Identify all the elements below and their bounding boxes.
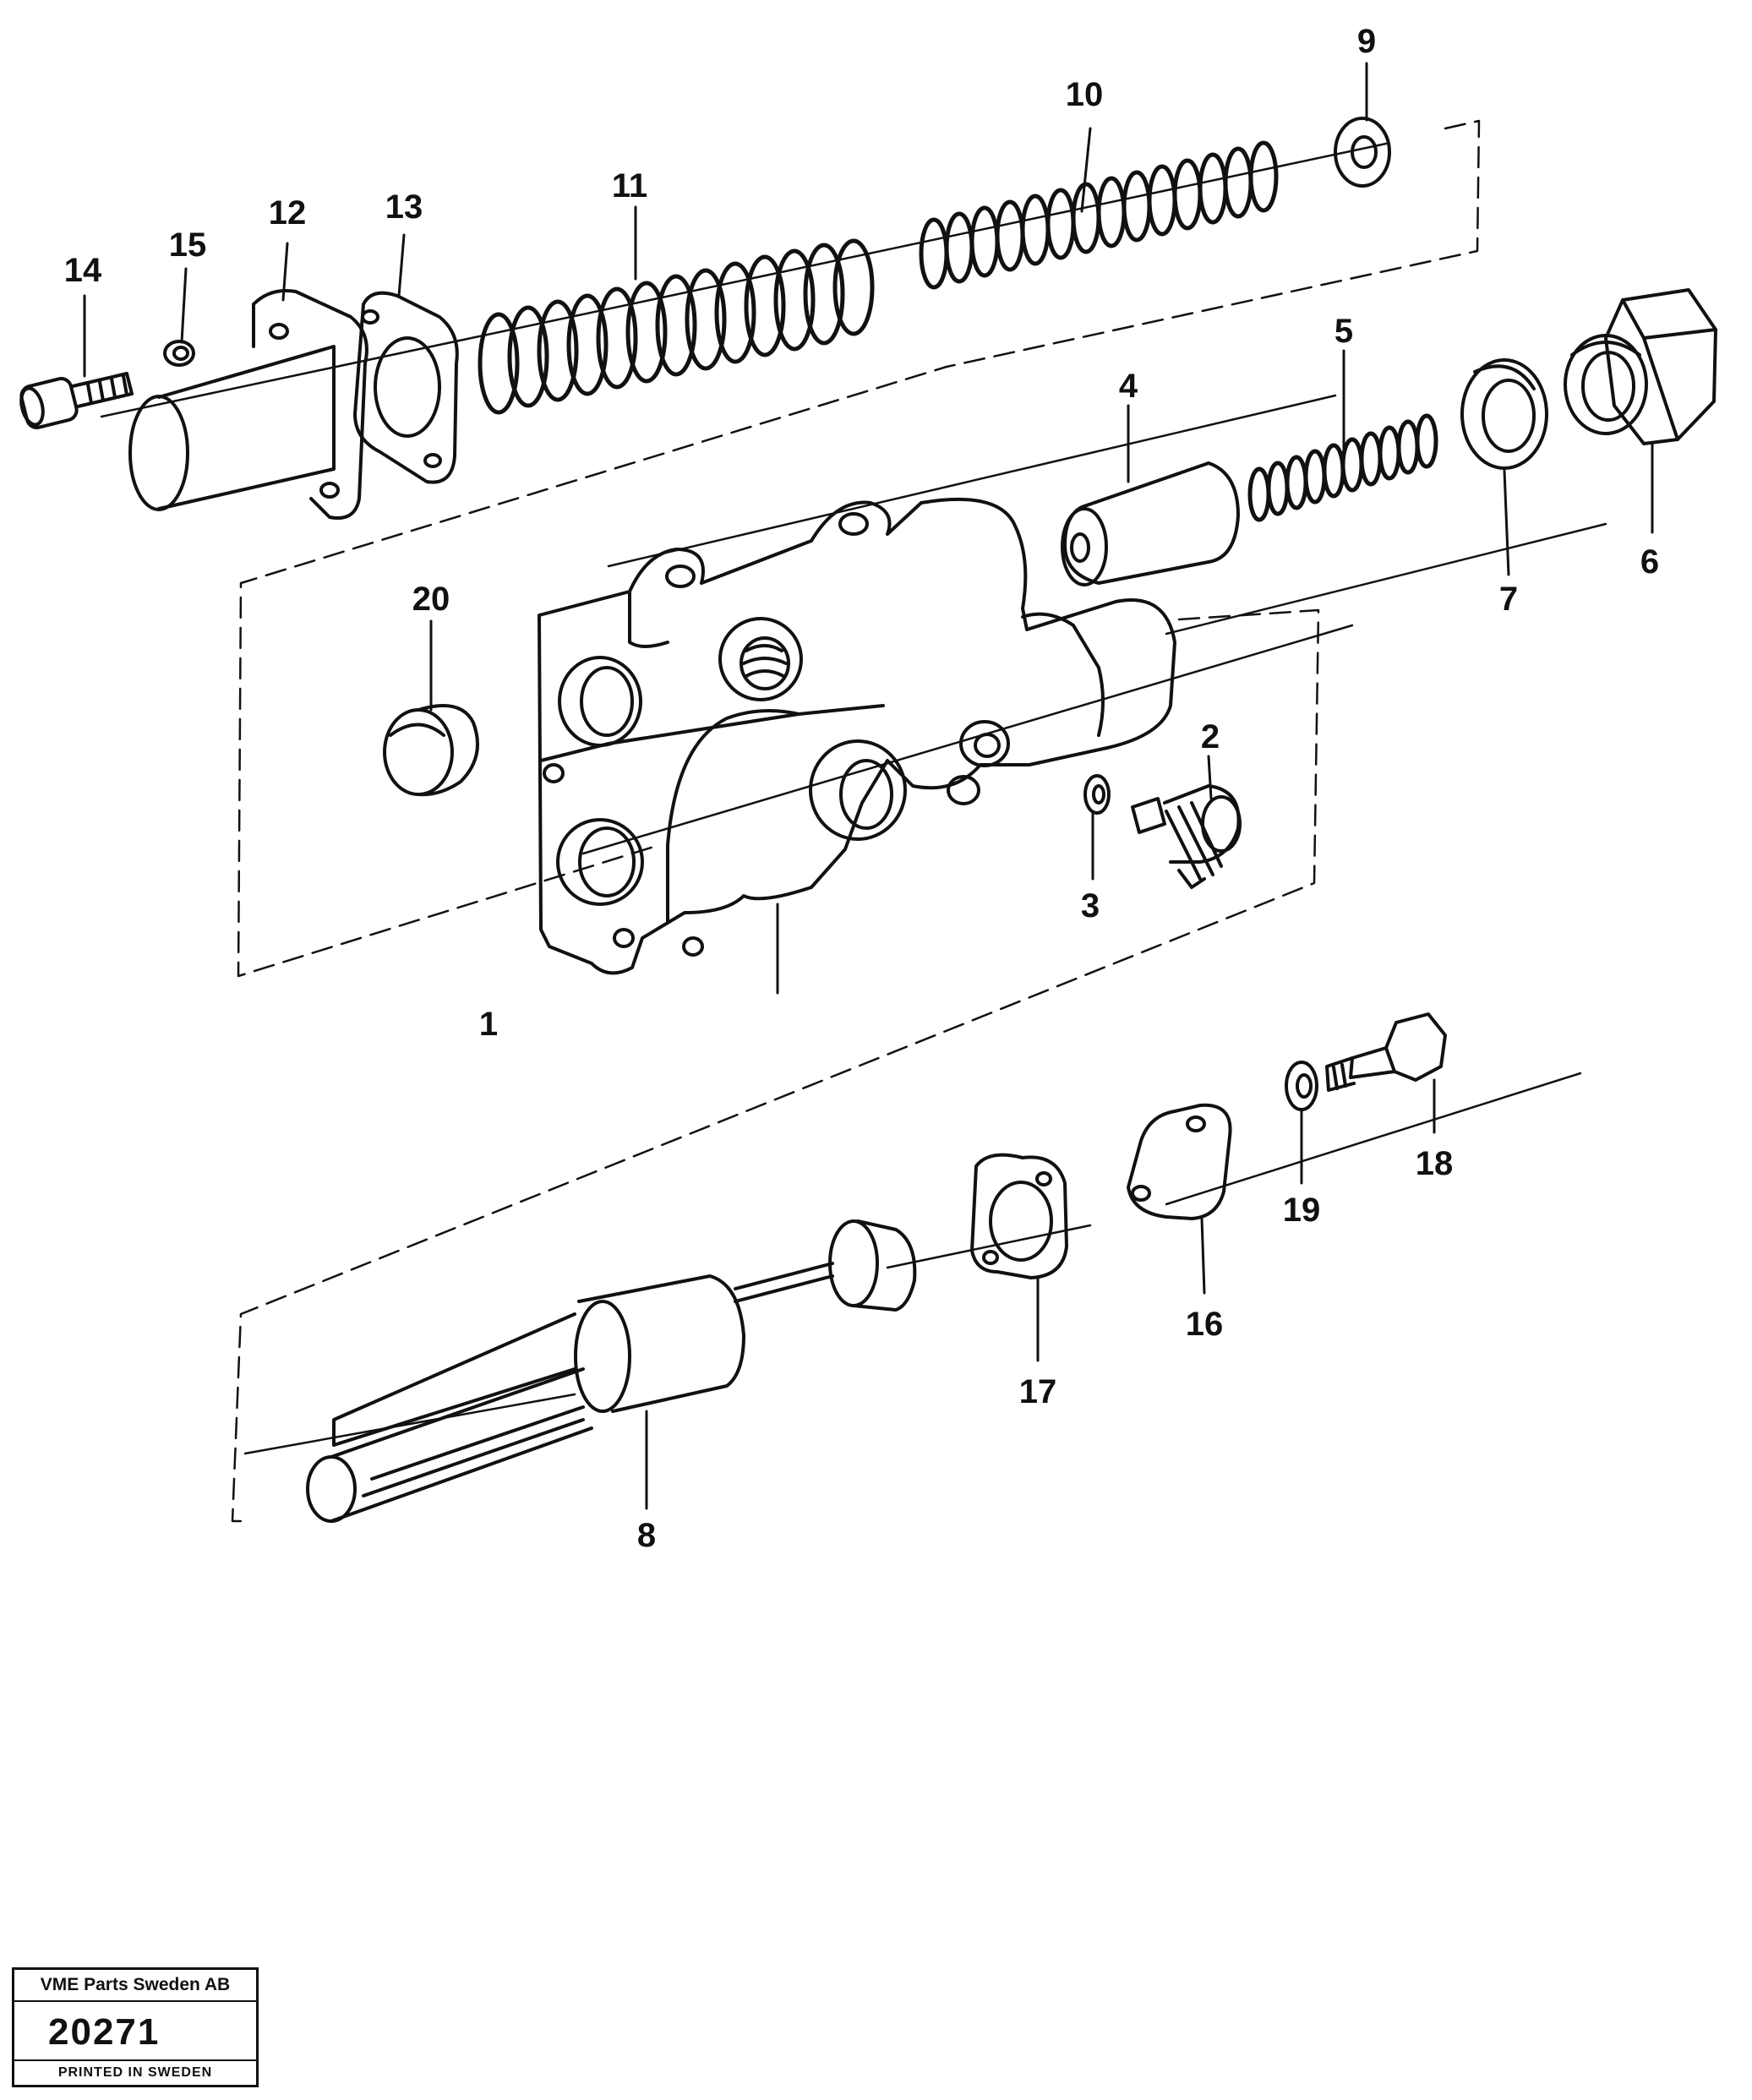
- company-name: VME Parts Sweden AB: [14, 1970, 256, 2002]
- callout-12: 12: [269, 194, 307, 232]
- callout-16: 16: [1186, 1306, 1224, 1343]
- washer-15: [163, 340, 195, 367]
- callout-9: 9: [1357, 23, 1376, 60]
- printed-note: PRINTED IN SWEDEN: [14, 2059, 256, 2085]
- callout-10: 10: [1066, 76, 1104, 113]
- callout-18: 18: [1416, 1145, 1454, 1182]
- piston-4: [1061, 461, 1240, 586]
- title-stamp: VME Parts Sweden AB 20271 PRINTED IN SWE…: [12, 1967, 259, 2087]
- callout-20: 20: [412, 581, 450, 618]
- callout-19: 19: [1283, 1192, 1321, 1229]
- washer-19: [1285, 1061, 1318, 1111]
- plug-20: [383, 704, 479, 797]
- cylinder-cover: [128, 289, 368, 520]
- washer-9: [1334, 117, 1391, 188]
- callout-2: 2: [1201, 718, 1220, 755]
- callout-4: 4: [1119, 368, 1138, 405]
- washer-3: [1083, 774, 1111, 815]
- callout-14: 14: [64, 252, 102, 289]
- spool-8: [306, 1219, 917, 1523]
- hex-bolt-18: [1325, 1012, 1447, 1092]
- callout-3: 3: [1081, 887, 1100, 925]
- assembly-boundaries: [231, 119, 1481, 1523]
- callout-11: 11: [612, 167, 647, 205]
- center-lines: [100, 142, 1607, 1455]
- callout-1: 1: [479, 1006, 498, 1043]
- callout-17: 17: [1019, 1373, 1057, 1410]
- nipple-2: [1131, 784, 1242, 889]
- small-spring: [919, 140, 1279, 290]
- hex-plug-6: [1564, 288, 1717, 445]
- valve-body: [538, 497, 1176, 975]
- gasket-17: [970, 1153, 1068, 1279]
- socket-screw: [19, 372, 134, 429]
- callout-15: 15: [169, 226, 207, 264]
- callout-labels: 1 2 3 4 5 6 7 8 9 10 11 12 13 14 15 16 1…: [64, 23, 1659, 1554]
- callout-5: 5: [1334, 313, 1353, 350]
- drawing-number: 20271: [48, 2011, 161, 2053]
- callout-13: 13: [385, 188, 423, 226]
- gasket-13: [353, 291, 459, 484]
- seal-ring-7: [1460, 358, 1548, 470]
- cover-plate-16: [1127, 1103, 1232, 1220]
- callout-8: 8: [637, 1517, 656, 1554]
- large-spring: [478, 238, 875, 415]
- callout-7: 7: [1499, 581, 1518, 618]
- leader-lines: [83, 62, 1654, 1510]
- callout-6: 6: [1640, 543, 1659, 581]
- spring-5: [1247, 413, 1438, 522]
